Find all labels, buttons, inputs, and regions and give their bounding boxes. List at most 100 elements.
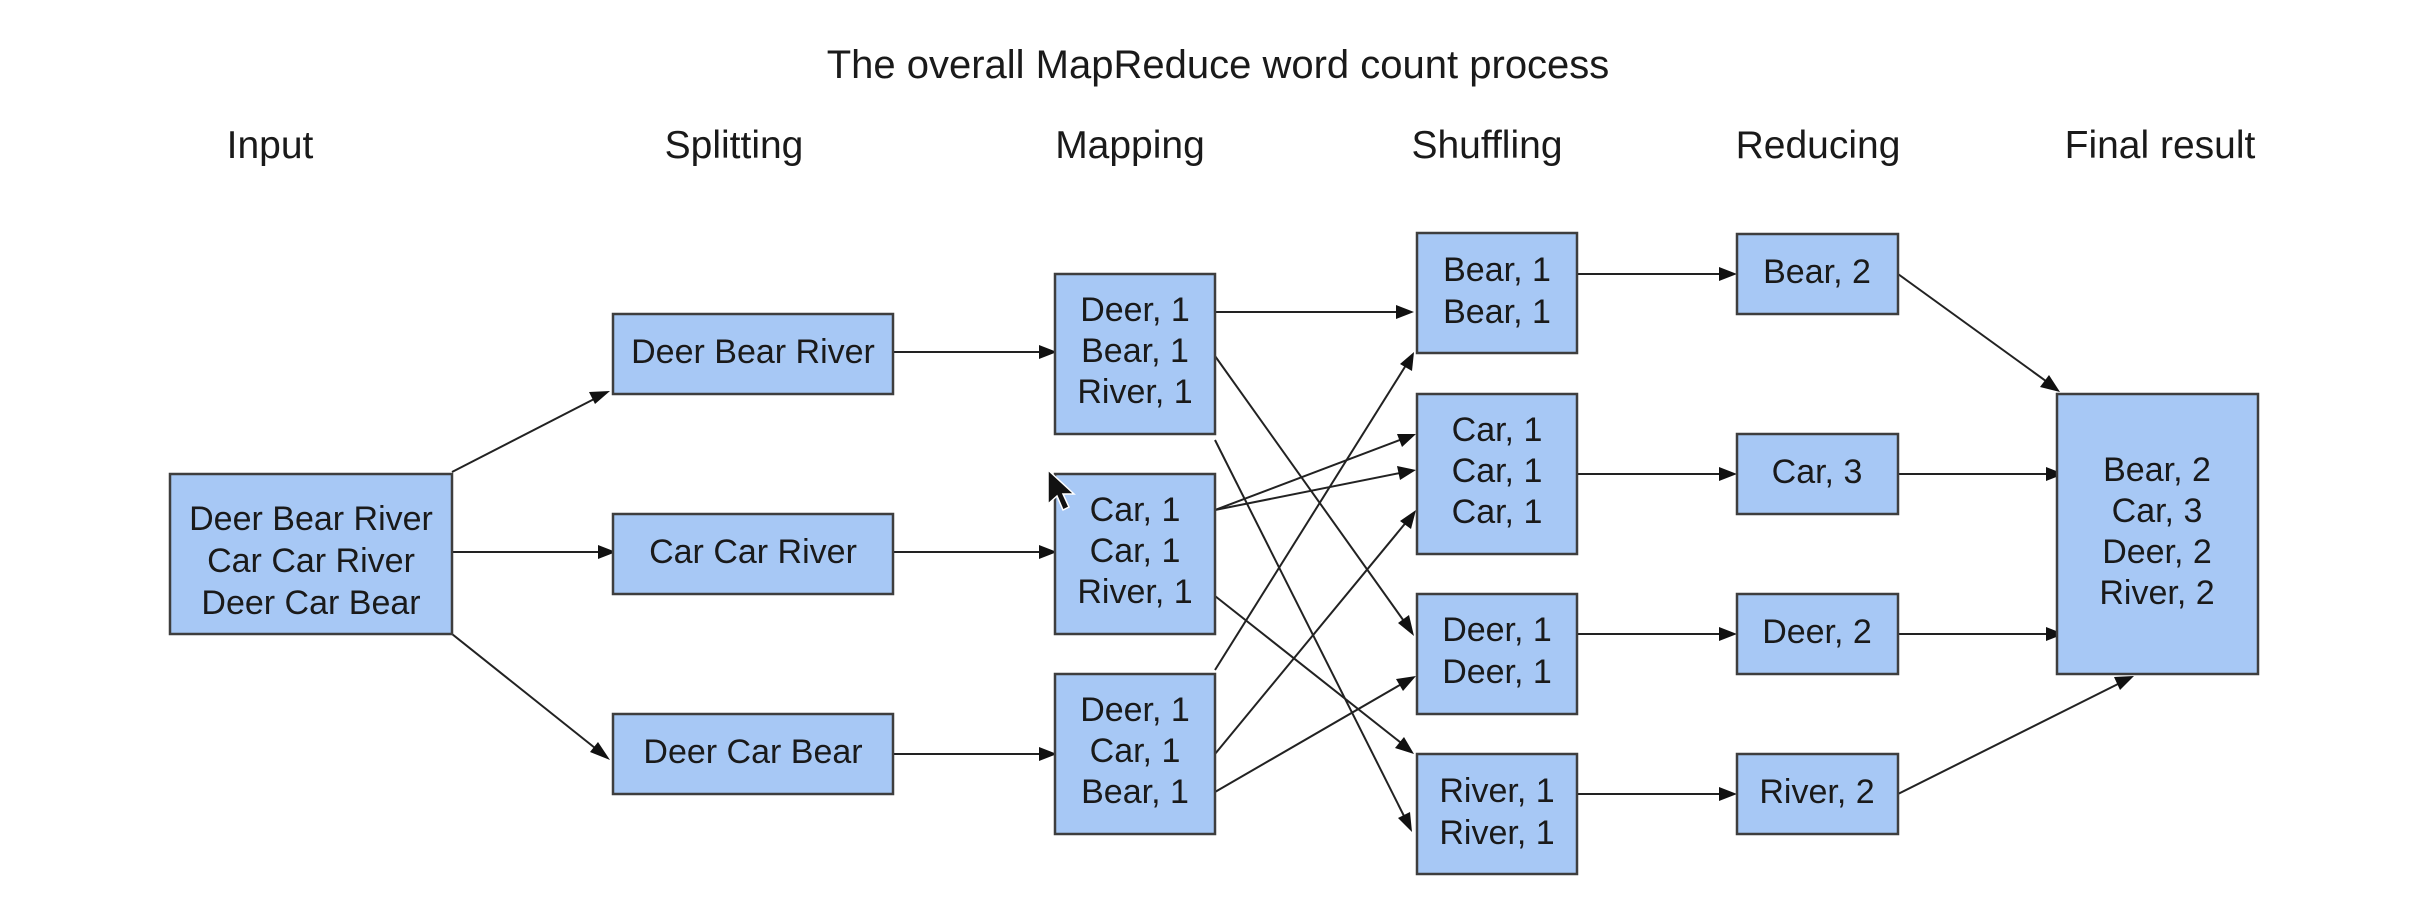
edge-input-split-3 [451, 633, 601, 753]
split-3-line-1: Deer Car Bear [643, 733, 862, 771]
final-node: Bear, 2 Car, 3 Deer, 2 River, 2 [2055, 392, 2260, 676]
edge-reduce-final-1 [1897, 273, 2051, 385]
arrowhead-map2-car-a [1397, 434, 1416, 447]
arrowhead-map1-river [1398, 812, 1412, 832]
final-line-3: Deer, 2 [2102, 533, 2212, 571]
input-box [168, 472, 454, 636]
map-node-2: Car, 1 Car, 1 River, 1 [1053, 472, 1217, 636]
stage-label-final-result: Final result [2065, 124, 2256, 167]
map-3-line-2: Car, 1 [1090, 732, 1181, 770]
reduce-node-deer: Deer, 2 [1735, 592, 1900, 676]
arrowhead-map2-river [1395, 737, 1414, 754]
shuffle-box-deer [1415, 592, 1579, 716]
shuffle-deer-line-2: Deer, 1 [1442, 653, 1552, 691]
arrowhead-shuffle-reduce-1 [1719, 267, 1737, 281]
arrowhead-map2-car-b [1397, 466, 1416, 480]
reduce-node-river: River, 2 [1735, 752, 1900, 836]
shuffle-node-deer: Deer, 1 Deer, 1 [1415, 592, 1579, 716]
shuffle-bear-line-2: Bear, 1 [1443, 293, 1551, 331]
arrowhead-input-split-2 [598, 545, 616, 559]
shuffle-node-river: River, 1 River, 1 [1415, 752, 1579, 876]
arrowhead-map1-bear [1396, 305, 1414, 319]
shuffle-node-car: Car, 1 Car, 1 Car, 1 [1415, 392, 1579, 556]
arrowhead-input-split-3 [590, 742, 610, 760]
shuffle-river-line-2: River, 1 [1439, 814, 1554, 852]
split-box-1 [611, 312, 895, 396]
edge-map3-deer [1214, 361, 1409, 671]
split-1-line-1: Deer Bear River [631, 333, 875, 371]
edge-input-split-1 [451, 395, 601, 473]
arrowhead-reduce-final-3 [2046, 627, 2064, 641]
reduce-box-river [1735, 752, 1900, 836]
stage-label-shuffling: Shuffling [1411, 124, 1562, 167]
reduce-box-deer [1735, 592, 1900, 676]
map-1-line-1: Deer, 1 [1080, 291, 1190, 329]
final-line-1: Bear, 2 [2103, 451, 2211, 489]
diagram-title: The overall MapReduce word count process [827, 43, 1610, 87]
map-box-3 [1053, 672, 1217, 836]
split-box-2 [611, 512, 895, 596]
shuffle-river-line-1: River, 1 [1439, 772, 1554, 810]
shuffle-deer-line-1: Deer, 1 [1442, 611, 1552, 649]
shuffle-car-line-2: Car, 1 [1452, 452, 1543, 490]
reduce-box-bear [1735, 232, 1900, 316]
arrowhead-split-map-3 [1039, 747, 1057, 761]
arrowhead-shuffle-reduce-3 [1719, 627, 1737, 641]
shuffle-bear-line-1: Bear, 1 [1443, 251, 1551, 289]
shuffle-car-line-3: Car, 1 [1452, 493, 1543, 531]
reduce-deer-line-1: Deer, 2 [1762, 613, 1872, 651]
arrowhead-map3-car [1400, 510, 1416, 529]
arrowhead-split-map-2 [1039, 545, 1057, 559]
map-3-line-1: Deer, 1 [1080, 691, 1190, 729]
arrowhead-shuffle-reduce-2 [1719, 467, 1737, 481]
arrowhead-map3-deer [1400, 352, 1414, 371]
shuffle-box-river [1415, 752, 1579, 876]
split-node-2: Car Car River [611, 512, 895, 596]
split-node-1: Deer Bear River [611, 312, 895, 396]
mouse-pointer-icon [1047, 468, 1076, 512]
edge-map2-river [1214, 595, 1406, 747]
reduce-bear-line-1: Bear, 2 [1763, 253, 1871, 291]
shuffle-node-bear: Bear, 1 Bear, 1 [1415, 231, 1579, 355]
shuffle-box-car [1415, 392, 1579, 556]
edge-reduce-final-4 [1897, 681, 2123, 795]
map-2-line-1: Car, 1 [1090, 491, 1181, 529]
stage-label-mapping: Mapping [1055, 124, 1205, 167]
split-2-line-1: Car Car River [649, 533, 857, 571]
arrowhead-reduce-final-2 [2046, 467, 2064, 481]
arrowhead-map1-deer [1398, 615, 1414, 636]
reduce-box-car [1735, 432, 1900, 516]
edges-group [451, 273, 2123, 821]
input-node: Deer Bear River Car Car River Deer Car B… [168, 472, 454, 636]
arrowhead-input-split-1 [589, 391, 610, 404]
stage-label-reducing: Reducing [1736, 124, 1901, 167]
arrowhead-split-map-1 [1039, 345, 1057, 359]
input-line-2: Car Car River [207, 542, 415, 580]
arrowheads-group [589, 267, 2134, 832]
final-box [2055, 392, 2260, 676]
map-2-line-3: River, 1 [1077, 573, 1192, 611]
edge-map2-car-b [1214, 471, 1406, 511]
input-line-1: Deer Bear River [189, 500, 433, 538]
split-box-3 [611, 712, 895, 796]
arrowhead-reduce-final-1 [2040, 375, 2060, 392]
map-box-2 [1053, 472, 1217, 636]
map-node-1: Deer, 1 Bear, 1 River, 1 [1053, 272, 1217, 436]
reduce-node-car: Car, 3 [1735, 432, 1900, 516]
final-line-4: River, 2 [2099, 574, 2214, 612]
reduce-node-bear: Bear, 2 [1735, 232, 1900, 316]
input-line-3: Deer Car Bear [201, 584, 420, 622]
reduce-river-line-1: River, 2 [1759, 773, 1874, 811]
arrowhead-reduce-final-4 [2114, 676, 2134, 690]
map-node-3: Deer, 1 Car, 1 Bear, 1 [1053, 672, 1217, 836]
map-box-1 [1053, 272, 1217, 436]
map-3-line-3: Bear, 1 [1081, 773, 1189, 811]
arrowhead-map3-bear [1396, 676, 1416, 691]
edge-map3-car [1214, 519, 1409, 755]
map-1-line-3: River, 1 [1077, 373, 1192, 411]
stage-label-input: Input [227, 124, 314, 167]
reduce-car-line-1: Car, 3 [1772, 453, 1863, 491]
edge-map2-car-a [1214, 437, 1406, 511]
map-1-line-2: Bear, 1 [1081, 332, 1189, 370]
